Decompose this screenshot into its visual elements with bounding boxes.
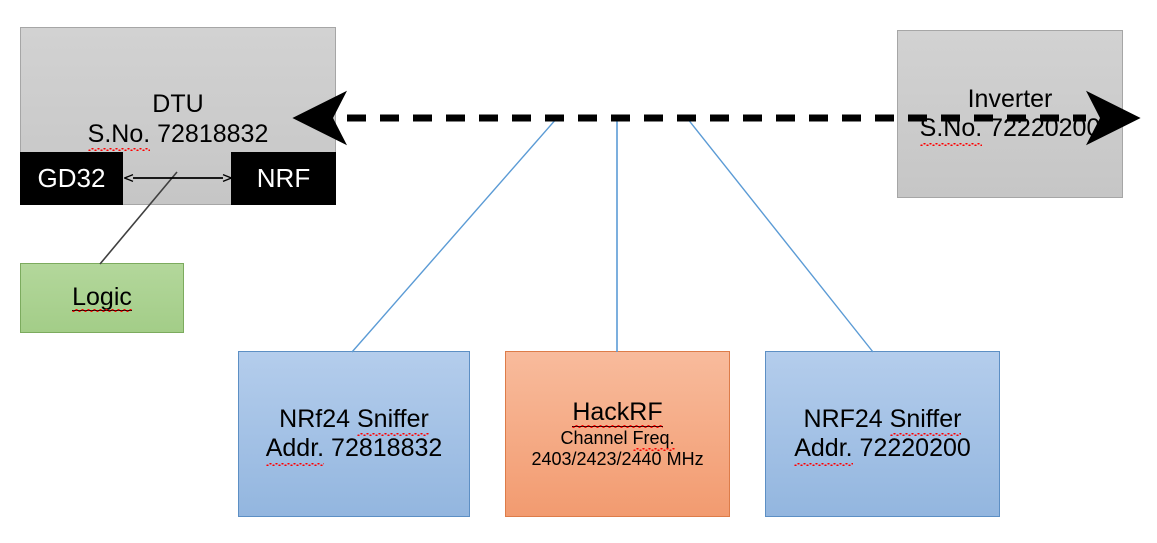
gd32-label: GD32 bbox=[37, 163, 106, 193]
hackrf-title-line: HackRF bbox=[572, 398, 663, 428]
dtu-serial-value: 72818832 bbox=[157, 119, 269, 148]
hackrf-frequencies: 2403/2423/2440 MHz bbox=[531, 448, 704, 469]
sniffer-right-addr-value: 72220200 bbox=[859, 434, 971, 462]
connector-sniffer-right-tap bbox=[686, 117, 874, 353]
dtu-serial: S.No. 72818832 bbox=[87, 119, 269, 151]
inverter-serial: S.No. 72220200 bbox=[919, 114, 1101, 145]
hackrf-sub-line-1: Channel Freq. bbox=[560, 427, 675, 452]
hackrf-channel-word: Channel bbox=[560, 427, 628, 448]
sniffer-left-node[interactable]: NRf24 Sniffer Addr. 72818832 bbox=[238, 351, 470, 517]
inverter-serial-label: S.No. bbox=[919, 114, 983, 145]
connector-sniffer-left-tap bbox=[351, 117, 558, 353]
sniffer-left-role: Sniffer bbox=[357, 404, 429, 436]
dtu-title: DTU bbox=[152, 90, 204, 118]
hackrf-title: HackRF bbox=[572, 398, 663, 428]
sniffer-right-chip: NRF24 bbox=[803, 404, 883, 433]
sniffer-right-line-1: NRF24 Sniffer bbox=[803, 404, 962, 436]
inverter-title: Inverter bbox=[967, 84, 1053, 113]
nrf-chip[interactable]: NRF bbox=[231, 152, 336, 205]
sniffer-left-addr-value: 72818832 bbox=[331, 434, 443, 462]
dtu-serial-label: S.No. bbox=[87, 119, 151, 151]
logic-label: Logic bbox=[72, 282, 132, 312]
sniffer-left-line-2: Addr. 72818832 bbox=[265, 434, 443, 465]
sniffer-right-role: Sniffer bbox=[889, 404, 962, 436]
sniffer-left-addr-label: Addr. bbox=[265, 434, 325, 465]
sniffer-right-line-2: Addr. 72220200 bbox=[794, 434, 971, 465]
inverter-serial-value: 72220200 bbox=[989, 114, 1101, 142]
hackrf-node[interactable]: HackRF Channel Freq. 2403/2423/2440 MHz bbox=[505, 351, 730, 517]
sniffer-right-node[interactable]: NRF24 Sniffer Addr. 72220200 bbox=[765, 351, 1000, 517]
gd32-chip[interactable]: GD32 bbox=[20, 152, 123, 205]
nrf-label: NRF bbox=[256, 163, 311, 193]
inverter-node[interactable]: Inverter S.No. 72220200 bbox=[897, 30, 1123, 198]
sniffer-right-addr-label: Addr. bbox=[794, 434, 853, 465]
sniffer-left-line-1: NRf24 Sniffer bbox=[279, 404, 429, 436]
sniffer-left-chip: NRf24 bbox=[279, 404, 351, 433]
logic-node[interactable]: Logic bbox=[20, 263, 184, 333]
hackrf-freq-word: Freq. bbox=[632, 427, 675, 452]
